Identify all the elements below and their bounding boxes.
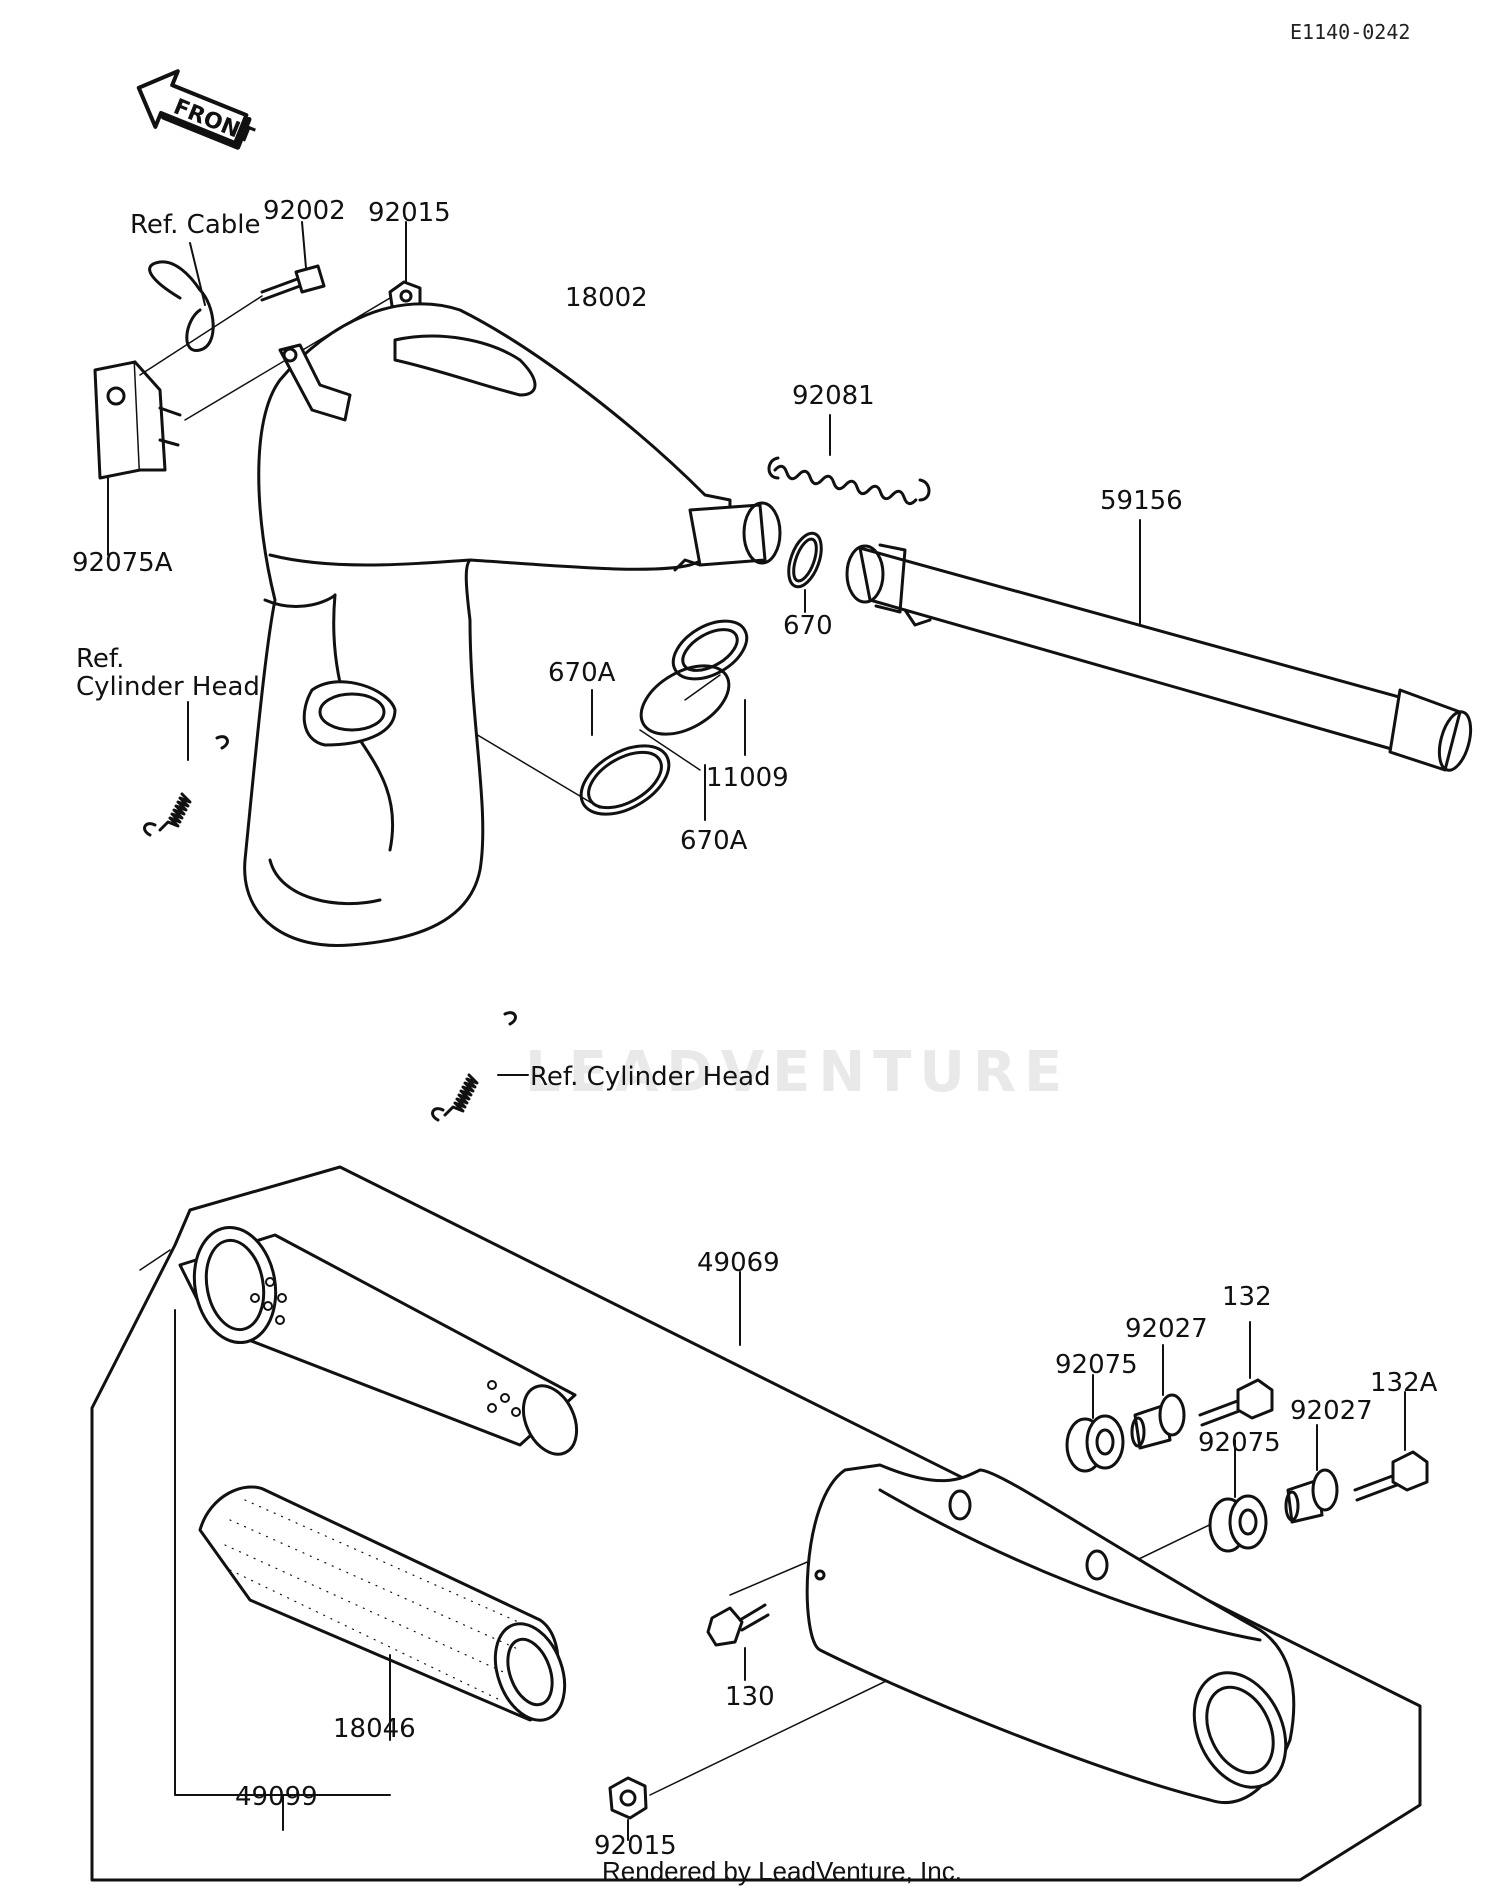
label-18046: 18046 (333, 1714, 416, 1744)
label-49099: 49099 (235, 1782, 318, 1812)
silencer-body-icon (805, 1463, 1296, 1804)
label-ref-cylinder-head-line1: Ref. (76, 644, 125, 674)
spring-92081-icon (767, 414, 931, 506)
bolt-132-icon (1198, 1321, 1274, 1427)
label-670: 670 (783, 611, 833, 641)
gaskets-670a-11009-icon (579, 619, 749, 821)
label-670a-upper: 670A (548, 658, 616, 688)
label-92027-upper: 92027 (1125, 1314, 1208, 1344)
grommet-92075-1-icon (1065, 1374, 1125, 1473)
grommet-92075-2-icon (1208, 1439, 1268, 1553)
label-92075-upper: 92075 (1055, 1350, 1138, 1380)
bolt-92002-icon (260, 221, 326, 302)
watermark: LEADVENTURE (525, 1040, 1071, 1105)
label-92075-lower: 92075 (1198, 1428, 1281, 1458)
diagram-code: E1140-0242 (1290, 20, 1411, 44)
tailpipe-59156-icon (845, 519, 1473, 772)
label-ref-cylinder-head-line2: Cylinder Head (76, 672, 260, 702)
packing-18046-icon (198, 1485, 567, 1741)
cable-loop-icon (148, 242, 215, 352)
label-18002: 18002 (565, 283, 648, 313)
label-59156: 59156 (1100, 486, 1183, 516)
label-132a: 132A (1370, 1368, 1438, 1398)
label-ref-cable: Ref. Cable (130, 210, 261, 240)
label-92015-bottom: 92015 (594, 1831, 677, 1861)
spring-ref-cylinder-head-icon (143, 701, 229, 837)
nut-92015-icon (388, 221, 422, 314)
spring-ref-cylinder-head-2-icon (431, 1011, 529, 1122)
label-ref-cylinder-head-2: Ref. Cylinder Head (530, 1062, 771, 1092)
label-130: 130 (725, 1682, 775, 1712)
label-670a-lower: 670A (680, 826, 748, 856)
silencer-assembly-outline (90, 1165, 1422, 1882)
label-92002: 92002 (263, 196, 346, 226)
label-92015-top: 92015 (368, 198, 451, 228)
label-11009: 11009 (706, 763, 789, 793)
nut-92015-bottom-icon (608, 1776, 648, 1841)
bracket-92075a-icon (93, 360, 182, 556)
front-arrow-icon: FRONT (136, 69, 257, 150)
expansion-chamber-18002-icon (243, 302, 782, 948)
collar-92027-1-icon (1130, 1344, 1186, 1450)
inner-pipe-icon (178, 1225, 579, 1456)
label-92081: 92081 (792, 381, 875, 411)
ring-670-icon (787, 531, 823, 613)
collar-92027-2-icon (1284, 1424, 1339, 1524)
label-92027-lower: 92027 (1290, 1396, 1373, 1426)
label-92075a: 92075A (72, 548, 173, 578)
footer-credit: Rendered by LeadVenture, Inc. (602, 1856, 962, 1886)
bolt-132a-icon (1353, 1391, 1429, 1502)
bolt-130-icon (706, 1603, 770, 1681)
assy-49099-brackets (174, 1309, 391, 1831)
label-132: 132 (1222, 1282, 1272, 1312)
label-49069: 49069 (697, 1248, 780, 1278)
